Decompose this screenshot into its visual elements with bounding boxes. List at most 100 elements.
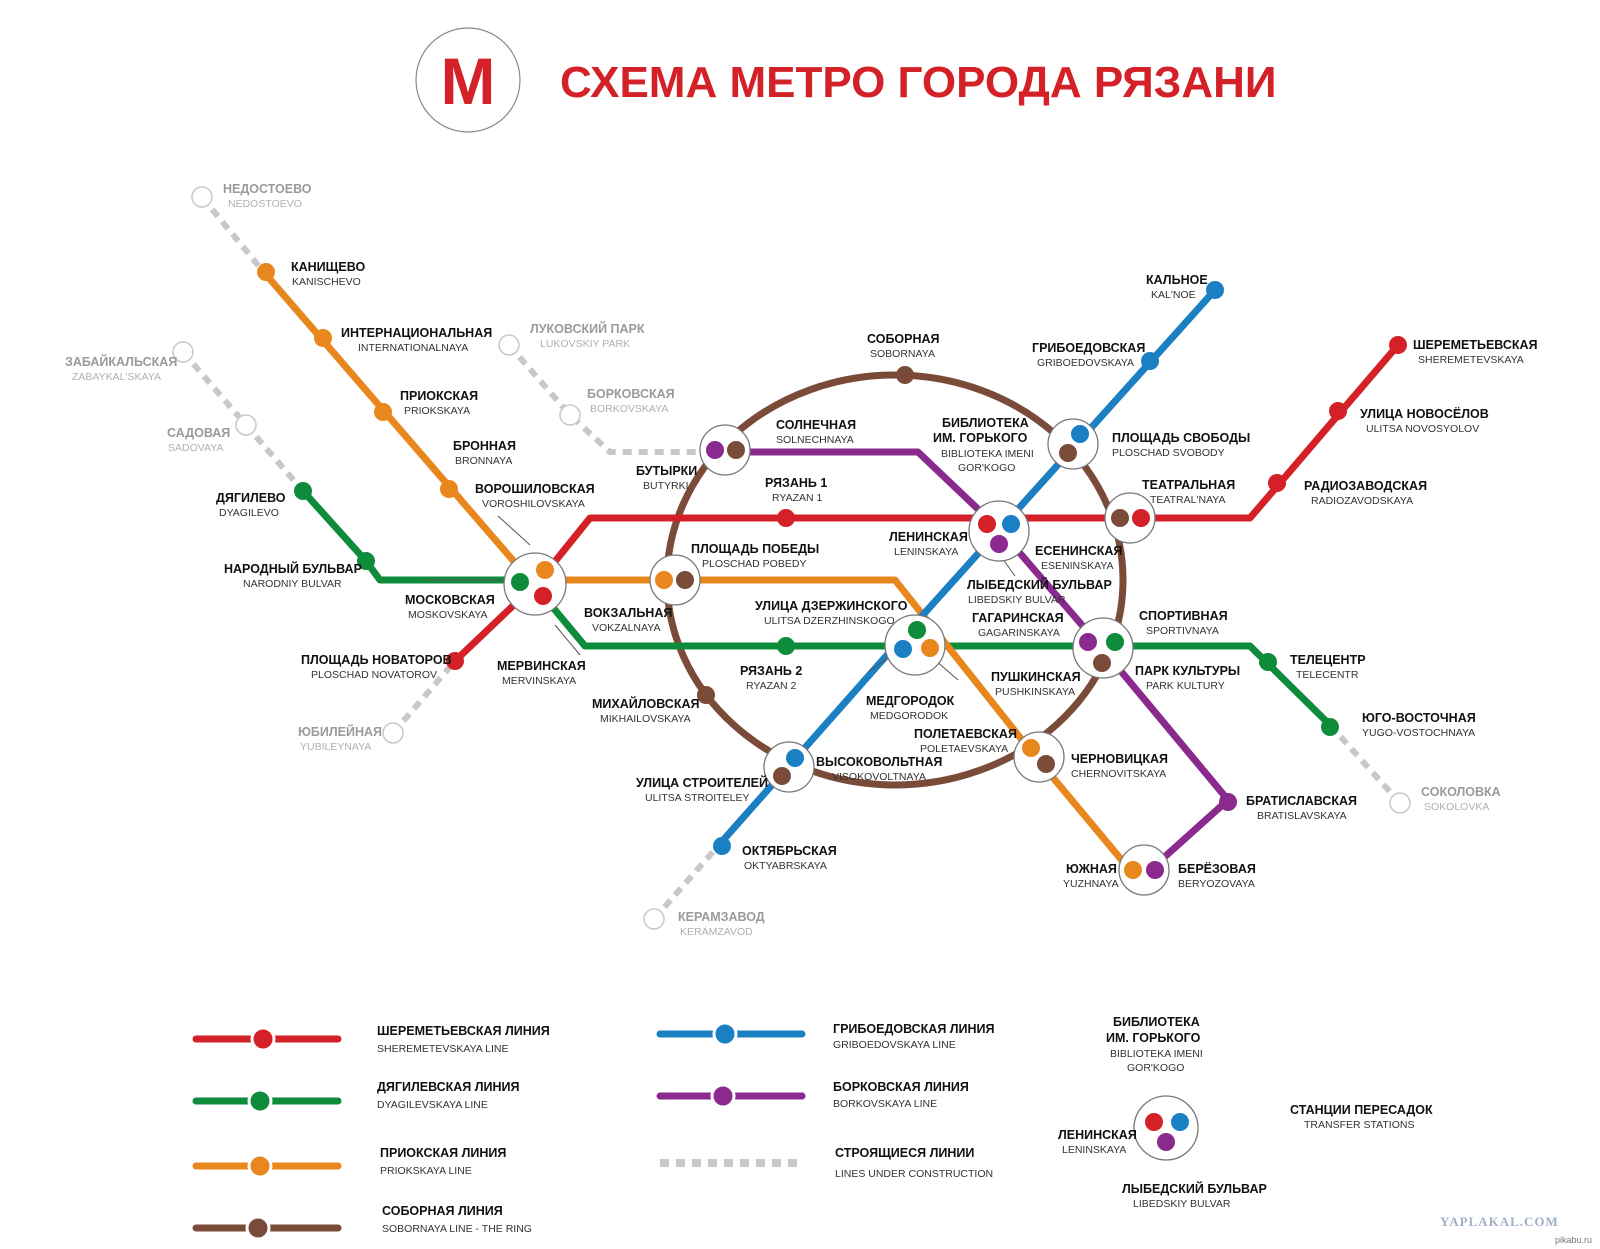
- station-dot-sadovaya[interactable]: [235, 414, 257, 436]
- station-dot-lukovskiy[interactable]: [498, 334, 520, 356]
- legend-griboedovskaya: ГРИБОЕДОВСКАЯ ЛИНИЯ GRIBOEDOVSKAYA LINE: [656, 1021, 995, 1051]
- label-vokzalnaya: ВОКЗАЛЬНАЯ: [584, 606, 672, 620]
- transfer-yuzhnaya[interactable]: [1118, 844, 1170, 896]
- station-dot-novosyolov[interactable]: [1329, 402, 1347, 420]
- label-mikhaylovskaya-en: MIKHAILOVSKAYA: [600, 713, 691, 725]
- transfer-teatralnaya[interactable]: [1104, 492, 1156, 544]
- transfer-voroshilovskaya[interactable]: [503, 552, 567, 616]
- station-dot-zabaykalskaya[interactable]: [172, 341, 194, 363]
- label-ploschad-svobody-en: PLOSCHAD SVOBODY: [1112, 447, 1225, 459]
- legend-sheremetevskaya: ШЕРЕМЕТЬЕВСКАЯ ЛИНИЯ SHEREMETEVSKAYA LIN…: [192, 1024, 550, 1055]
- label-kalnoe: КАЛЬНОЕ: [1146, 273, 1208, 287]
- label-novosyolov-en: ULITSA NOVOSYOLOV: [1366, 423, 1479, 435]
- label-eseninskaya-en: ESENINSKAYA: [1041, 560, 1114, 572]
- label-leninskaya: ЛЕНИНСКАЯ: [889, 530, 968, 544]
- label-beryozovaya: БЕРЁЗОВАЯ: [1178, 861, 1256, 876]
- label-sobornaya: СОБОРНАЯ: [867, 332, 940, 346]
- station-dot-ryazan2[interactable]: [777, 637, 795, 655]
- label-sokolovka: СОКОЛОВКА: [1421, 785, 1501, 799]
- label-bronnaya-en: BRONNAYA: [455, 455, 512, 467]
- station-dot-ryazan1[interactable]: [777, 509, 795, 527]
- label-libedskiy-en: LIBEDSKIY BULVAR: [968, 594, 1066, 606]
- label-biblioteka-en-1: BIBLIOTEKA IMENI: [941, 448, 1034, 460]
- station-dot-kalnoe[interactable]: [1206, 281, 1224, 299]
- label-solnechnaya-en: SOLNECHNAYA: [776, 434, 854, 446]
- transfer-chernovitskaya[interactable]: [1013, 731, 1065, 783]
- label-radiozavodskaya-en: RADIOZAVODSKAYA: [1311, 495, 1413, 507]
- station-dot-oktyabrskaya[interactable]: [713, 837, 731, 855]
- label-oktyabrskaya: ОКТЯБРЬСКАЯ: [742, 844, 837, 858]
- station-dot-priokskaya[interactable]: [374, 403, 392, 421]
- label-narodniy: НАРОДНЫЙ БУЛЬВАР: [224, 561, 362, 576]
- label-vokzalnaya-en: VOKZALNAYA: [592, 622, 660, 634]
- label-yugo-vostochnaya: ЮГО-ВОСТОЧНАЯ: [1362, 711, 1476, 725]
- transfer-ploschad-pobedy[interactable]: [649, 554, 701, 606]
- label-bratislavskaya: БРАТИСЛАВСКАЯ: [1246, 794, 1357, 808]
- label-beryozovaya-en: BERYOZOVAYA: [1178, 878, 1255, 890]
- legend-sheremetevskaya-label: ШЕРЕМЕТЬЕВСКАЯ ЛИНИЯ: [377, 1024, 550, 1038]
- label-pushkinskaya-en: PUSHKINSKAYA: [995, 686, 1075, 698]
- label-kanischevo-en: KANISCHEVO: [292, 276, 361, 288]
- station-dot-mikhaylovskaya[interactable]: [697, 686, 715, 704]
- station-dot-sokolovka[interactable]: [1389, 792, 1411, 814]
- station-dot-borkovskaya[interactable]: [559, 404, 581, 426]
- legend-soborna-label: СОБОРНАЯ ЛИНИЯ: [382, 1204, 503, 1218]
- label-pushkinskaya: ПУШКИНСКАЯ: [991, 670, 1081, 684]
- logo-letter: M: [441, 44, 496, 118]
- metro-logo: M: [415, 27, 521, 133]
- legend-soborna: СОБОРНАЯ ЛИНИЯ SOBORNAYA LINE - THE RING: [192, 1204, 532, 1241]
- legend-transfer: СТАНЦИИ ПЕРЕСАДОК TRANSFER STATIONS: [1290, 1103, 1433, 1131]
- transfer-dzerzhinskogo[interactable]: [884, 614, 946, 676]
- label-nedostoevo-en: NEDOSTOEVO: [228, 198, 302, 210]
- label-novatorov: ПЛОЩАДЬ НОВАТОРОВ: [301, 653, 452, 667]
- legend-borkovskaya-label: БОРКОВСКАЯ ЛИНИЯ: [833, 1080, 969, 1094]
- transfer-sportivnaya[interactable]: [1072, 617, 1134, 679]
- station-dot-internatsionalnaya[interactable]: [314, 329, 332, 347]
- label-teatralnaya-en: TEATRAL'NAYA: [1150, 494, 1226, 506]
- station-dot-narodniy[interactable]: [357, 552, 375, 570]
- station-dot-telecentr[interactable]: [1259, 653, 1277, 671]
- station-dot-yubileynaya[interactable]: [382, 722, 404, 744]
- legend: ШЕРЕМЕТЬЕВСКАЯ ЛИНИЯ SHEREMETEVSKAYA LIN…: [192, 1015, 1433, 1241]
- transfer-biblioteka[interactable]: [968, 500, 1030, 562]
- label-bratislavskaya-en: BRATISLAVSKAYA: [1257, 810, 1347, 822]
- station-dot-radiozavodskaya[interactable]: [1268, 474, 1286, 492]
- station-dot-bratislavskaya[interactable]: [1219, 793, 1237, 811]
- station-dot-griboedovskaya[interactable]: [1141, 352, 1159, 370]
- legend-construction: СТРОЯЩИЕСЯ ЛИНИИ LINES UNDER CONSTRUCTIO…: [660, 1146, 993, 1180]
- label-voroshilovskaya-en: VOROSHILOVSKAYA: [482, 498, 585, 510]
- legend-ex-biblioteka-2: ИМ. ГОРЬКОГО: [1106, 1031, 1201, 1045]
- label-mervinskaya: МЕРВИНСКАЯ: [497, 659, 586, 673]
- label-yubileynaya-en: YUBILEYNAYA: [300, 741, 371, 753]
- label-gagarinskaya-en: GAGARINSKAYA: [978, 627, 1060, 639]
- station-dot-kanischevo[interactable]: [257, 263, 275, 281]
- label-poletaevskaya: ПОЛЕТАЕВСКАЯ: [914, 727, 1017, 741]
- line-priokskaya: [258, 266, 1134, 874]
- station-dot-novatorov[interactable]: [446, 652, 464, 670]
- legend-priokskaya-en: PRIOKSKAYA LINE: [380, 1165, 472, 1177]
- transfer-visokovoltnaya[interactable]: [763, 741, 815, 793]
- label-sportivnaya: СПОРТИВНАЯ: [1139, 609, 1228, 623]
- legend-soborna-en: SOBORNAYA LINE - THE RING: [382, 1223, 532, 1235]
- legend-griboedovskaya-label: ГРИБОЕДОВСКАЯ ЛИНИЯ: [833, 1022, 995, 1036]
- label-ploschad-svobody: ПЛОЩАДЬ СВОБОДЫ: [1112, 431, 1250, 445]
- label-sadovaya-en: SADOVAYA: [168, 442, 223, 454]
- station-dot-sobornaya[interactable]: [896, 366, 914, 384]
- label-solnechnaya: СОЛНЕЧНАЯ: [776, 418, 856, 432]
- label-ryazan1: РЯЗАНЬ 1: [765, 476, 827, 490]
- label-griboedovskaya: ГРИБОЕДОВСКАЯ: [1032, 341, 1145, 355]
- station-dot-bronnaya[interactable]: [440, 480, 458, 498]
- station-dot-keramzavod[interactable]: [643, 908, 665, 930]
- station-dot-nedostoevo[interactable]: [191, 186, 213, 208]
- station-dot-sheremetevskaya[interactable]: [1389, 336, 1407, 354]
- label-griboedovskaya-en: GRIBOEDOVSKAYA: [1037, 357, 1134, 369]
- transfer-butyrki[interactable]: [699, 424, 751, 476]
- label-borkovskaya: БОРКОВСКАЯ: [587, 387, 675, 401]
- construction-lukovskiy: [506, 343, 715, 455]
- label-borkovskaya-en: BORKOVSKAYA: [590, 403, 668, 415]
- label-biblioteka-1: БИБЛИОТЕКА: [942, 416, 1029, 430]
- station-dot-yugo-vostochnaya[interactable]: [1321, 718, 1339, 736]
- label-poletaevskaya-en: POLETAEVSKAYA: [920, 743, 1008, 755]
- transfer-ploschad-svobody[interactable]: [1047, 418, 1099, 470]
- station-dot-dyagilevo[interactable]: [294, 482, 312, 500]
